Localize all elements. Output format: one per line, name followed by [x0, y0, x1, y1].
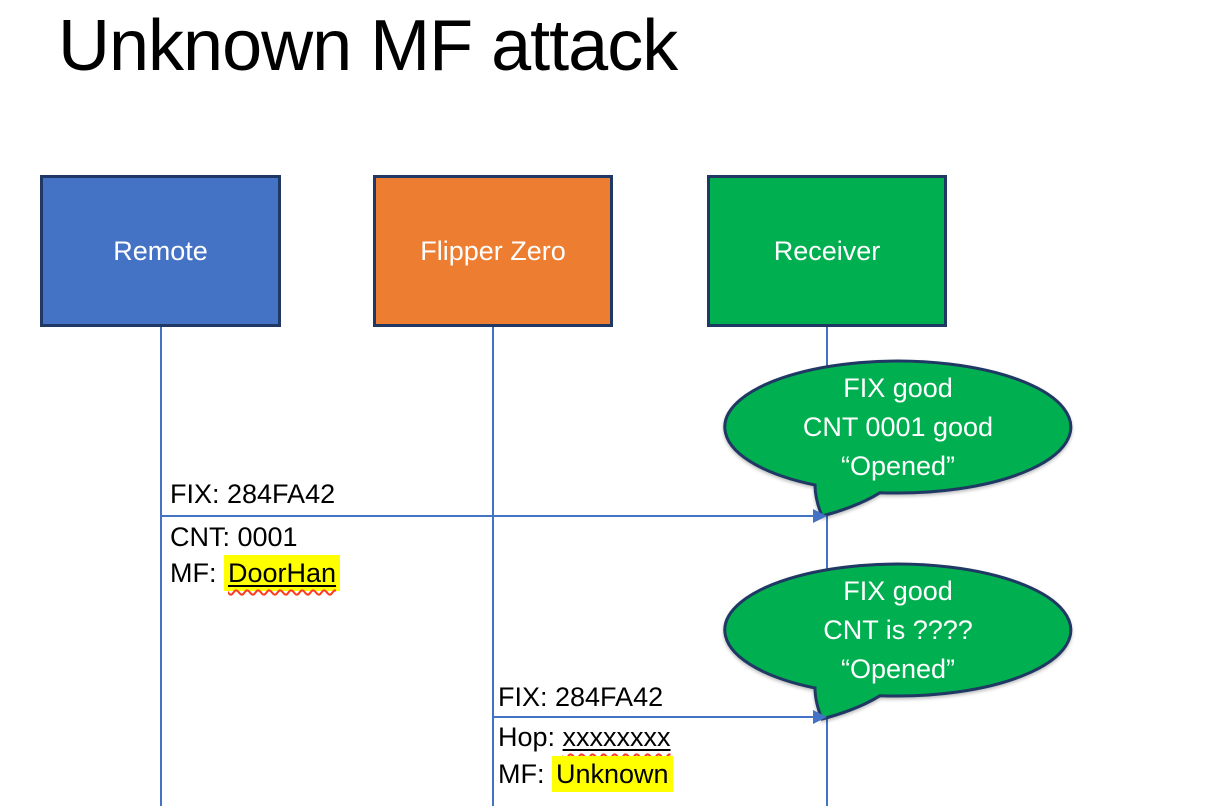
actor-box-remote: Remote: [40, 175, 281, 327]
message1-arrow-line: [161, 515, 814, 517]
message2-hop-prefix: Hop:: [498, 722, 563, 752]
message1-arrowhead-icon: [813, 509, 827, 523]
callout1-line1: FIX good: [843, 373, 953, 403]
message2-mf-label: MF: Unknown: [498, 756, 673, 792]
actor-box-flipper-zero: Flipper Zero: [373, 175, 613, 327]
message1-mf-label: MF: DoorHan: [170, 555, 341, 591]
callout2-text: FIX good CNT is ???? “Opened”: [733, 572, 1063, 689]
lifeline-flipper-zero: [492, 327, 494, 806]
callout-bubble-1: [723, 359, 1073, 518]
actor-box-receiver: Receiver: [707, 175, 947, 327]
message2-mf-value: Unknown: [552, 756, 673, 792]
message1-fix-label: FIX: 284FA42: [170, 479, 336, 509]
lifeline-remote: [160, 327, 162, 806]
page-title: Unknown MF attack: [58, 6, 678, 86]
message1-mf-prefix: MF:: [170, 558, 224, 588]
actor-label-remote: Remote: [113, 235, 208, 266]
message1-mf-highlight: DoorHan: [224, 555, 341, 591]
message2-hop-value: xxxxxxxx: [562, 722, 671, 752]
message1-mf-value: DoorHan: [228, 558, 337, 588]
actor-label-flipper-zero: Flipper Zero: [420, 235, 566, 266]
message1-cnt-label: CNT: 0001: [170, 522, 298, 552]
lifeline-receiver: [826, 326, 828, 806]
callout1-line2: CNT 0001 good: [802, 412, 994, 442]
callout2-line1: FIX good: [843, 576, 953, 606]
message2-mf-prefix: MF:: [498, 759, 552, 789]
message2-arrowhead-icon: [813, 710, 827, 724]
message2-hop-label: Hop: xxxxxxxx: [498, 721, 671, 754]
actor-label-receiver: Receiver: [773, 235, 881, 266]
message2-fix-label: FIX: 284FA42: [498, 682, 664, 712]
callout-bubble-2: [723, 562, 1073, 721]
callout2-line2: CNT is ????: [823, 615, 973, 645]
message2-arrow-line: [493, 716, 814, 718]
callout1-line3: “Opened”: [840, 451, 956, 481]
callout2-line3: “Opened”: [840, 654, 956, 684]
callout1-text: FIX good CNT 0001 good “Opened”: [733, 369, 1063, 486]
